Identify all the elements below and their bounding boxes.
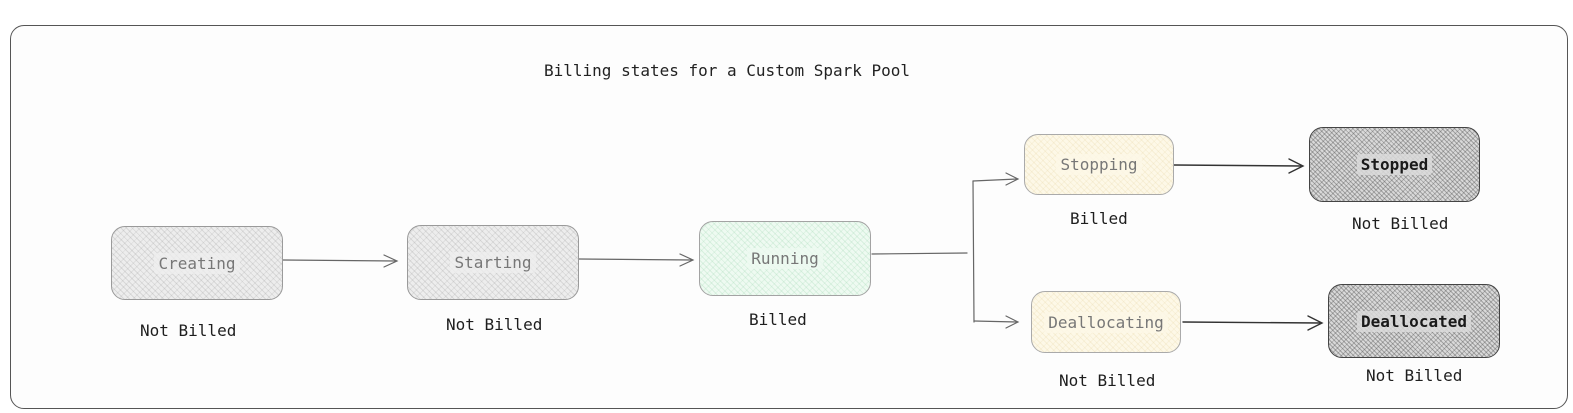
arrowhead-stopping xyxy=(1005,172,1020,186)
state-running-label: Running xyxy=(747,248,823,269)
state-starting-label: Starting xyxy=(450,252,536,273)
state-deallocated-label: Deallocated xyxy=(1357,310,1471,332)
state-creating-billing: Not Billed xyxy=(140,321,237,340)
state-deallocated-billing: Not Billed xyxy=(1366,366,1463,385)
arrowhead-deallocated xyxy=(1307,315,1324,331)
state-stopped: Stopped xyxy=(1309,127,1480,202)
arrow-starting-to-running xyxy=(578,258,693,261)
state-deallocating: Deallocating xyxy=(1031,291,1181,353)
arrowhead-running xyxy=(679,253,695,267)
branch-vertical xyxy=(972,180,975,323)
state-deallocating-label: Deallocating xyxy=(1044,311,1168,333)
arrowhead-stopped xyxy=(1288,158,1305,174)
arrowhead-deallocating xyxy=(1005,315,1020,329)
diagram-title: Billing states for a Custom Spark Pool xyxy=(544,61,911,80)
state-stopping-billing: Billed xyxy=(1070,209,1128,228)
arrow-branch-to-stopping xyxy=(972,178,1018,182)
arrowhead-starting xyxy=(383,254,399,268)
arrow-running-to-branch xyxy=(871,252,968,255)
state-deallocated: Deallocated xyxy=(1328,284,1500,358)
arrow-deallocating-to-deallocated xyxy=(1182,321,1322,324)
state-starting-billing: Not Billed xyxy=(446,315,543,334)
state-deallocating-billing: Not Billed xyxy=(1059,371,1156,390)
state-running: Running xyxy=(699,221,871,296)
state-creating: Creating xyxy=(111,226,283,300)
diagram-frame xyxy=(10,25,1568,409)
arrow-creating-to-starting xyxy=(282,259,397,262)
state-starting: Starting xyxy=(407,225,579,300)
state-running-billing: Billed xyxy=(749,310,807,329)
arrow-branch-to-deallocating xyxy=(973,320,1018,323)
state-creating-label: Creating xyxy=(154,252,240,274)
state-stopped-billing: Not Billed xyxy=(1352,214,1449,233)
arrow-stopping-to-stopped xyxy=(1173,164,1303,167)
state-stopping-label: Stopping xyxy=(1056,154,1142,175)
state-stopping: Stopping xyxy=(1024,134,1174,195)
state-stopped-label: Stopped xyxy=(1356,154,1433,175)
